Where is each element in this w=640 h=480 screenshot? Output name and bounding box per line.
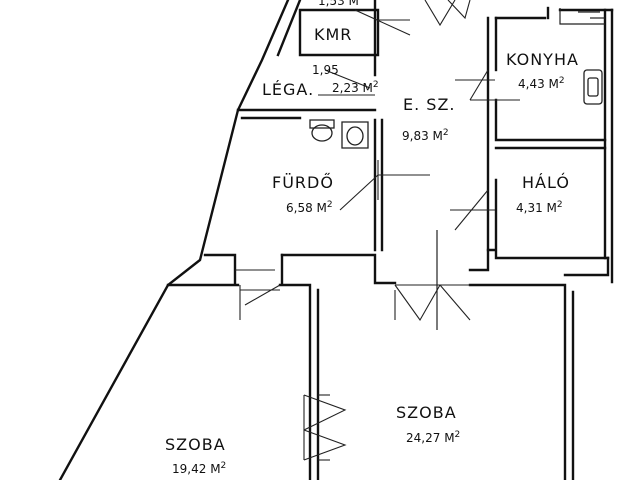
toilet-tank-icon [309, 119, 335, 129]
sink-icon [341, 121, 369, 149]
room-esz: E. SZ. 9,83 M2 [402, 95, 455, 143]
room-area: 1,53 M2 [318, 0, 365, 8]
room-area: 19,42 M2 [172, 461, 226, 476]
room-name: HÁLÓ [522, 173, 570, 192]
room-name: SZOBA [396, 403, 457, 422]
room-name: LÉGA. [262, 80, 314, 99]
room-furdo: FÜRDŐ 6,58 M2 [272, 172, 334, 215]
toilet-icon [311, 124, 333, 142]
room-area: 6,58 M2 [286, 200, 333, 215]
room-kmr: 1,53 M2 KMR [314, 0, 365, 44]
room-name: KMR [314, 25, 352, 44]
walls [58, 0, 614, 480]
room-name: SZOBA [165, 435, 226, 454]
room-lega: 1,95 LÉGA. 2,23 M2 [262, 63, 379, 99]
room-area: 1,95 [312, 63, 339, 77]
stove-icon [583, 69, 603, 105]
room-area: 4,31 M2 [516, 200, 563, 215]
room-halo: HÁLÓ 4,31 M2 [516, 173, 570, 215]
room-name: FÜRDŐ [272, 172, 334, 192]
room-szoba-small: SZOBA 19,42 M2 [165, 435, 226, 476]
room-area: 4,43 M2 [518, 76, 565, 91]
fixtures [309, 8, 605, 149]
room-area: 9,83 M2 [402, 128, 449, 143]
room-szoba-large: SZOBA 24,27 M2 [396, 403, 460, 445]
room-name: E. SZ. [403, 95, 455, 114]
room-konyha: KONYHA 4,43 M2 [506, 50, 579, 91]
room-area: 24,27 M2 [406, 430, 460, 445]
room-area-secondary: 2,23 M2 [332, 80, 379, 95]
room-name: KONYHA [506, 50, 579, 69]
doors [235, 0, 520, 461]
